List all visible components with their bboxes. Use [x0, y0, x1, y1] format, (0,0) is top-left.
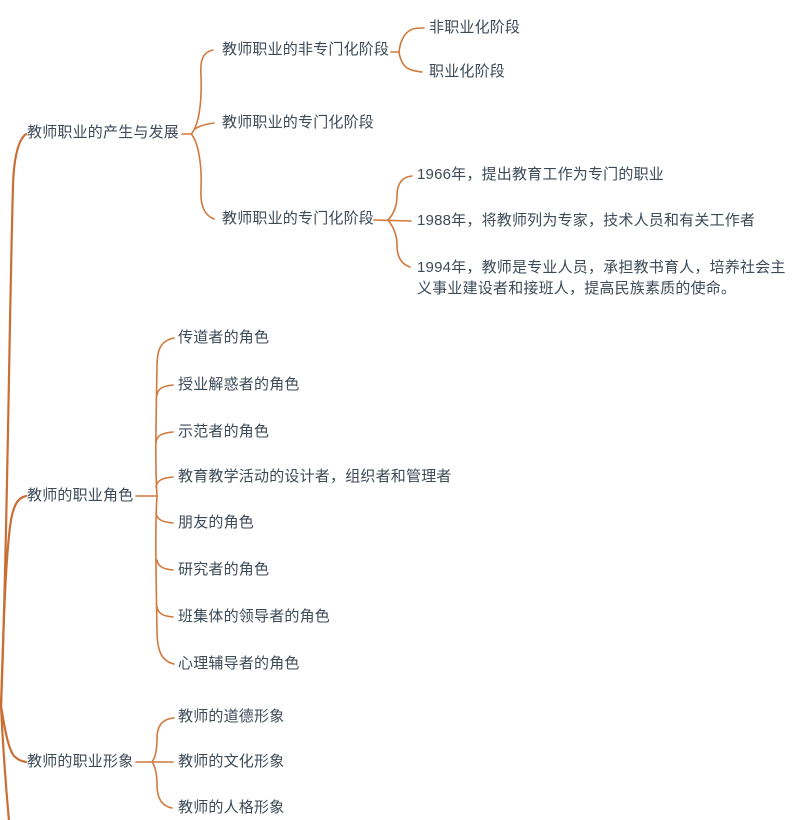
node-role-researcher[interactable]: 研究者的角色	[178, 561, 270, 578]
node-role-preacher[interactable]: 传道者的角色	[178, 329, 270, 346]
specialized2-connector	[373, 219, 412, 222]
branch1-brace-bottom	[191, 134, 215, 220]
trunk-to-branch-2	[0, 494, 28, 708]
node-year-1994[interactable]: 1994年，教师是专业人员，承担教书育人，培养社会主义事业建设者和接班人，提高民…	[417, 259, 786, 297]
branch2-tick-3	[155, 431, 174, 443]
nonspecialized-arc-bottom	[398, 51, 423, 73]
node-role-instructor[interactable]: 授业解惑者的角色	[178, 376, 300, 393]
node-non-specialized-stage[interactable]: 教师职业的非专门化阶段	[222, 41, 390, 58]
node-professional-stage[interactable]: 职业化阶段	[429, 63, 506, 80]
branch1-tick-middle	[194, 122, 215, 130]
nonspecialized-arc-top	[398, 27, 425, 53]
trunk-to-branch-3	[0, 704, 28, 764]
branch2-tick-2	[156, 384, 174, 396]
node-year-1988[interactable]: 1988年，将教师列为专家，技术人员和有关工作者	[417, 212, 756, 229]
specialized2-brace	[386, 175, 413, 268]
node-professional-roles[interactable]: 教师的职业角色	[27, 487, 134, 504]
branch2-tick-4	[155, 476, 174, 488]
trunk-continuation	[0, 704, 11, 820]
node-role-friend[interactable]: 朋友的角色	[178, 514, 255, 531]
node-role-model[interactable]: 示范者的角色	[178, 423, 270, 440]
branch3-brace	[151, 717, 175, 809]
node-specialized-stage-1[interactable]: 教师职业的专门化阶段	[222, 114, 375, 131]
node-year-1966[interactable]: 1966年，提出教育工作为专门的职业	[417, 166, 664, 183]
branch2-spine	[155, 337, 175, 665]
node-moral-image[interactable]: 教师的道德形象	[178, 708, 285, 725]
branch2-tick-7	[156, 606, 174, 618]
node-role-counselor[interactable]: 心理辅导者的角色	[178, 655, 300, 672]
node-personality-image[interactable]: 教师的人格形象	[178, 799, 285, 816]
branch2-tick-5	[155, 512, 174, 524]
node-non-professional-stage[interactable]: 非职业化阶段	[429, 19, 521, 36]
branch1-brace-top	[191, 49, 214, 134]
node-professional-image[interactable]: 教师的职业形象	[27, 753, 134, 770]
node-role-designer-organizer-manager[interactable]: 教育教学活动的设计者，组织者和管理者	[178, 468, 452, 485]
branch2-tick-6	[156, 559, 174, 571]
node-cultural-image[interactable]: 教师的文化形象	[178, 753, 285, 770]
node-career-origin-development[interactable]: 教师职业的产生与发展	[27, 124, 180, 141]
node-role-class-leader[interactable]: 班集体的领导者的角色	[178, 608, 331, 625]
node-specialized-stage-2[interactable]: 教师职业的专门化阶段	[222, 210, 375, 227]
